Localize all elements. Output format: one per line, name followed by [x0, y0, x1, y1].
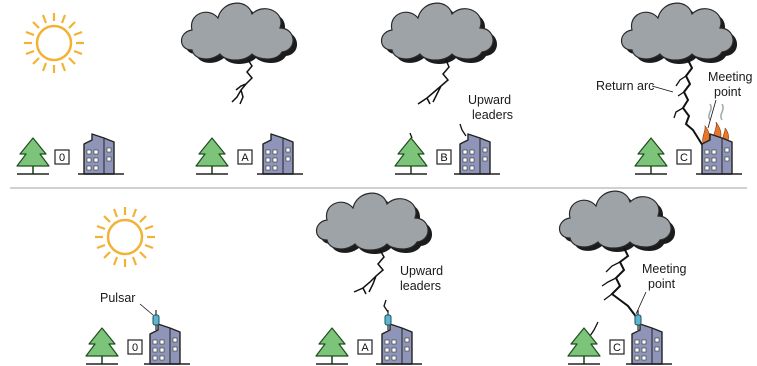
cloud-icon: [560, 191, 676, 252]
step-label: C: [680, 152, 688, 164]
cloud-icon: [382, 3, 498, 64]
tree-icon: [635, 138, 667, 174]
tree-icon: [196, 138, 228, 174]
lightning-branch: [590, 262, 620, 336]
lightning-leader: [232, 60, 252, 104]
building-icon: [257, 134, 303, 174]
annotation-label: leaders: [472, 108, 513, 122]
lightning-leader: [418, 60, 449, 104]
tree-icon: [316, 328, 348, 364]
annotation-label: Meeting: [642, 262, 687, 276]
bottom-panel-0: Pulsar 0: [86, 207, 190, 364]
annotation-label: point: [714, 85, 742, 99]
upward-leader: [410, 133, 412, 138]
step-label: A: [361, 342, 369, 354]
top-panel-b: Upward leaders B: [382, 3, 514, 174]
top-panel-c: Return arc Meeting point C: [596, 3, 753, 174]
annotation-label: point: [648, 277, 676, 291]
annotation-label: Meeting: [708, 70, 753, 84]
upward-leader: [384, 300, 388, 312]
step-label: 0: [132, 342, 138, 354]
sun-icon: [24, 13, 84, 73]
annotation-label: Pulsar: [100, 291, 135, 305]
step-label: A: [241, 152, 249, 164]
upward-leader: [460, 124, 466, 136]
building-icon: [626, 324, 672, 364]
cloud-icon: [622, 3, 738, 64]
top-panel-0: 0: [17, 13, 124, 174]
bottom-panel-c: Meeting point C: [560, 191, 687, 364]
tree-icon: [568, 328, 600, 364]
annotation-label: leaders: [400, 279, 441, 293]
top-panel-a: A: [182, 3, 304, 174]
tree-icon: [17, 138, 49, 174]
tree-icon: [86, 328, 118, 364]
step-label: C: [613, 342, 621, 354]
lightning-branch: [674, 76, 686, 118]
return-arc-bolt: [612, 248, 638, 320]
building-icon: [376, 324, 422, 364]
cloud-icon: [317, 193, 433, 254]
bottom-panel-a: Upward leaders A: [316, 193, 443, 364]
annotation-label: Upward: [468, 93, 511, 107]
step-label: 0: [59, 152, 65, 164]
annotation-label: Upward: [400, 264, 443, 278]
building-icon: [144, 324, 190, 364]
lightning-leader: [354, 250, 384, 294]
building-icon: [454, 134, 500, 174]
tree-icon: [395, 138, 427, 174]
step-label: B: [440, 152, 447, 164]
sun-icon: [95, 207, 155, 267]
cloud-icon: [182, 3, 298, 64]
building-icon: [78, 134, 124, 174]
annotation-label: Return arc: [596, 79, 654, 93]
